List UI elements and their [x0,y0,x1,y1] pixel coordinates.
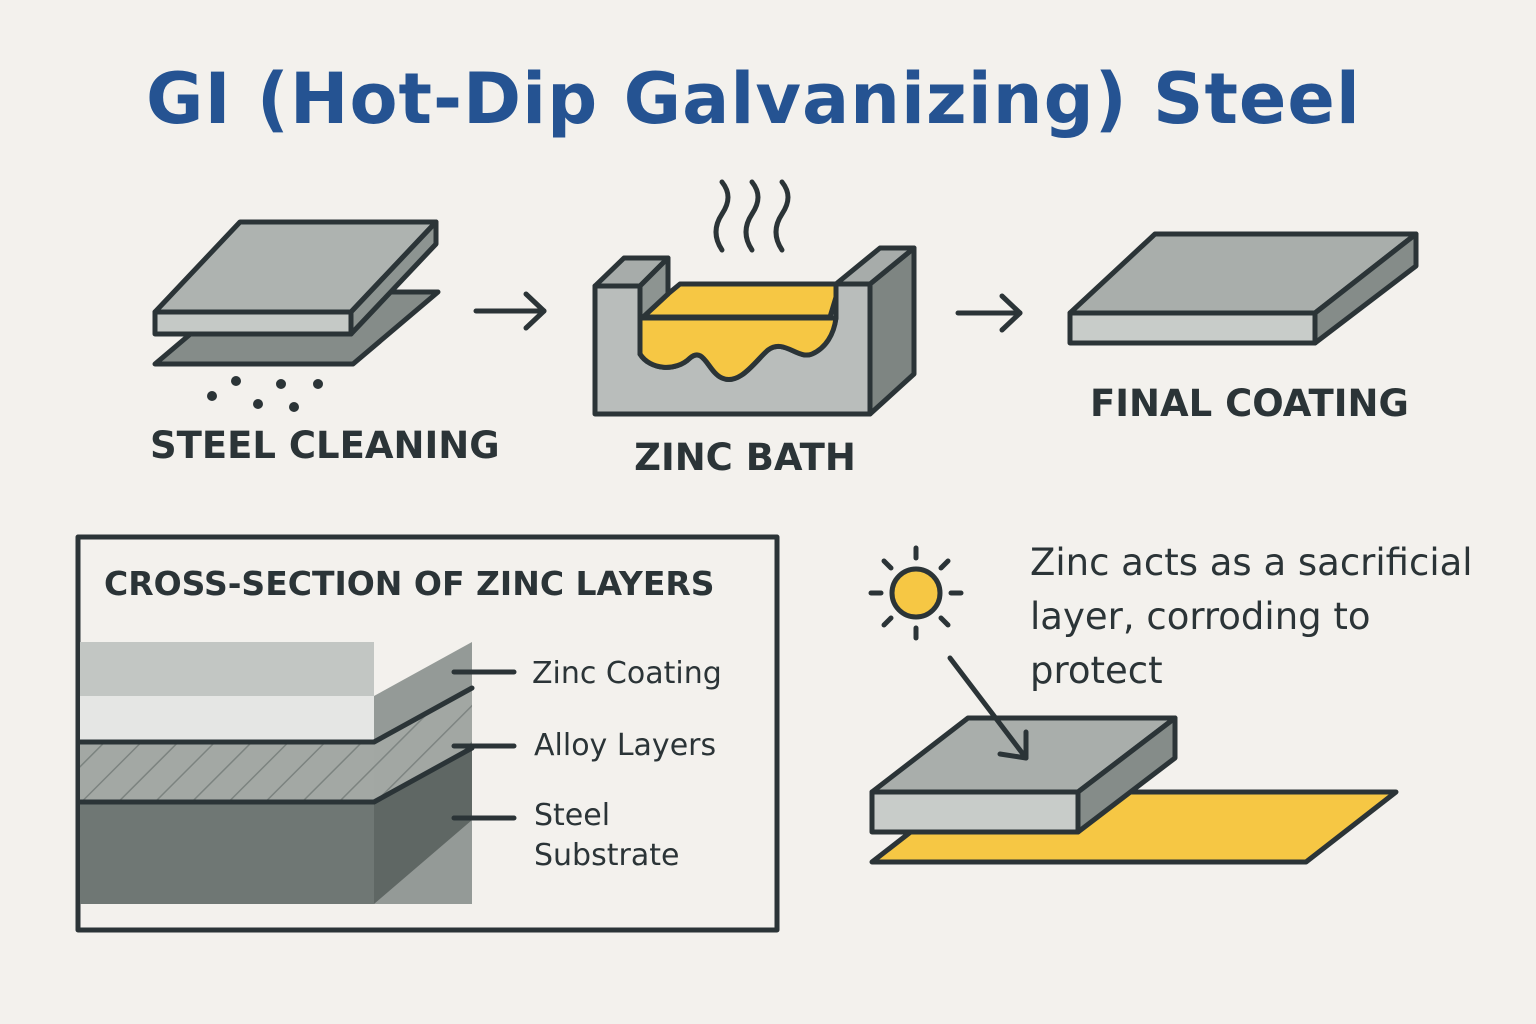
arrow-down-icon [947,655,1029,761]
cross-section-block [77,642,475,904]
final-coated-plate [1067,231,1419,346]
steam-icon [713,179,791,253]
steel-cleaning-plates [152,219,441,367]
cross-section-panel [75,534,780,933]
sun-icon [868,545,964,641]
sacrificial-note: Zinc acts as a sacrificial layer, corrod… [1030,541,1473,692]
layer-label-alloy-layers: Alloy Layers [534,728,717,763]
zinc-bath-tank [592,245,917,417]
arrow-right-icon [473,291,547,331]
debris-dots [207,376,323,412]
step-label-steel-cleaning: STEEL CLEANING [150,424,500,467]
layer-label-steel-substrate: Steel Substrate [534,798,680,873]
step-label-final-coating: FINAL COATING [1090,382,1409,425]
arrow-right-icon [955,293,1023,333]
step-label-zinc-bath: ZINC BATH [634,436,856,479]
cross-section-title: CROSS-SECTION OF ZINC LAYERS [104,564,715,603]
layer-label-zinc-coating: Zinc Coating [532,656,722,691]
page-title: GI (Hot-Dip Galvanizing) Steel [146,58,1361,140]
layer-leader-lines [451,669,517,821]
sacrificial-plate [869,715,1399,865]
